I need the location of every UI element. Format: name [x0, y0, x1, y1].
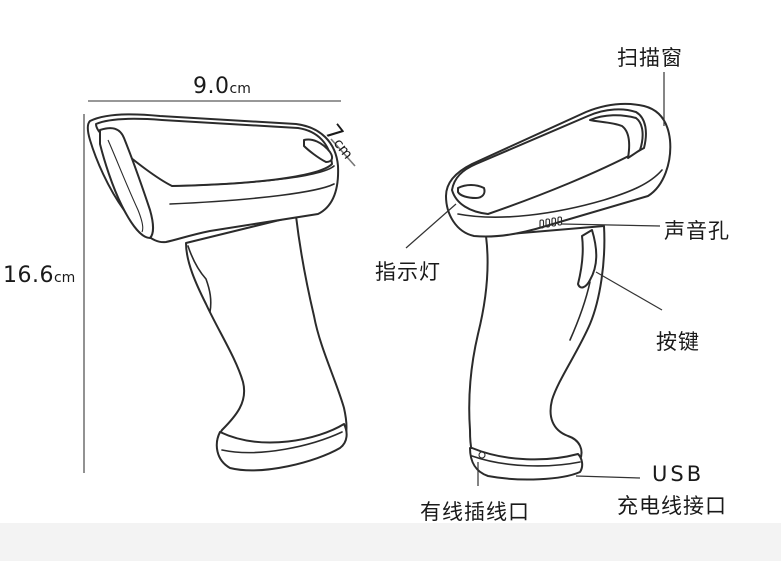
rear-base	[469, 447, 584, 481]
sound-hole-3	[551, 217, 557, 227]
sound-holes	[539, 216, 563, 229]
height-value: 16.6	[3, 263, 54, 288]
rear-head-top	[451, 108, 647, 215]
width-unit: cm	[229, 81, 251, 97]
leader-button	[595, 271, 663, 311]
sound-hole-1	[539, 219, 545, 229]
button-label: 按键	[656, 330, 700, 354]
rear-base-seam	[471, 455, 581, 467]
depth-dimension-line	[330, 138, 356, 167]
front-base	[215, 423, 348, 472]
indicator-light-label: 指示灯	[375, 260, 441, 284]
usb-charging-port-label: 充电线接口	[617, 494, 727, 518]
height-label: 16.6cm	[3, 263, 75, 288]
leader-sound-hole	[561, 223, 661, 227]
front-head-band	[171, 165, 335, 187]
leader-lines	[405, 72, 665, 486]
dimension-lines	[83, 100, 356, 473]
scan-window-label: 扫描窗	[617, 46, 683, 70]
leader-usb	[575, 475, 641, 479]
width-label: 9.0cm	[193, 74, 251, 99]
rear-indicator	[457, 184, 486, 199]
front-head-band-lower	[169, 183, 335, 205]
scanner-rear-view	[445, 103, 672, 481]
scanner-front-view	[86, 113, 348, 472]
rear-head-band	[457, 169, 663, 218]
usb-label: USB	[652, 462, 705, 486]
height-unit: cm	[53, 270, 76, 286]
sound-hole-label: 声音孔	[664, 219, 730, 243]
front-window-inner	[107, 139, 144, 233]
rear-trigger	[577, 229, 598, 289]
sound-hole-2	[545, 218, 551, 228]
bottom-band	[0, 523, 781, 561]
rear-grip-edge	[569, 281, 591, 341]
wired-port-dot	[478, 451, 486, 459]
sound-hole-4	[557, 216, 563, 226]
front-indicator-pad	[303, 138, 334, 163]
rear-scan-window	[589, 114, 644, 159]
front-grip-edge	[187, 245, 212, 313]
front-grip	[185, 215, 348, 469]
wired-port-label: 有线插线口	[420, 500, 530, 524]
width-value: 9.0	[193, 74, 230, 99]
front-base-seam	[221, 431, 343, 454]
leader-indicator-light	[405, 203, 457, 249]
